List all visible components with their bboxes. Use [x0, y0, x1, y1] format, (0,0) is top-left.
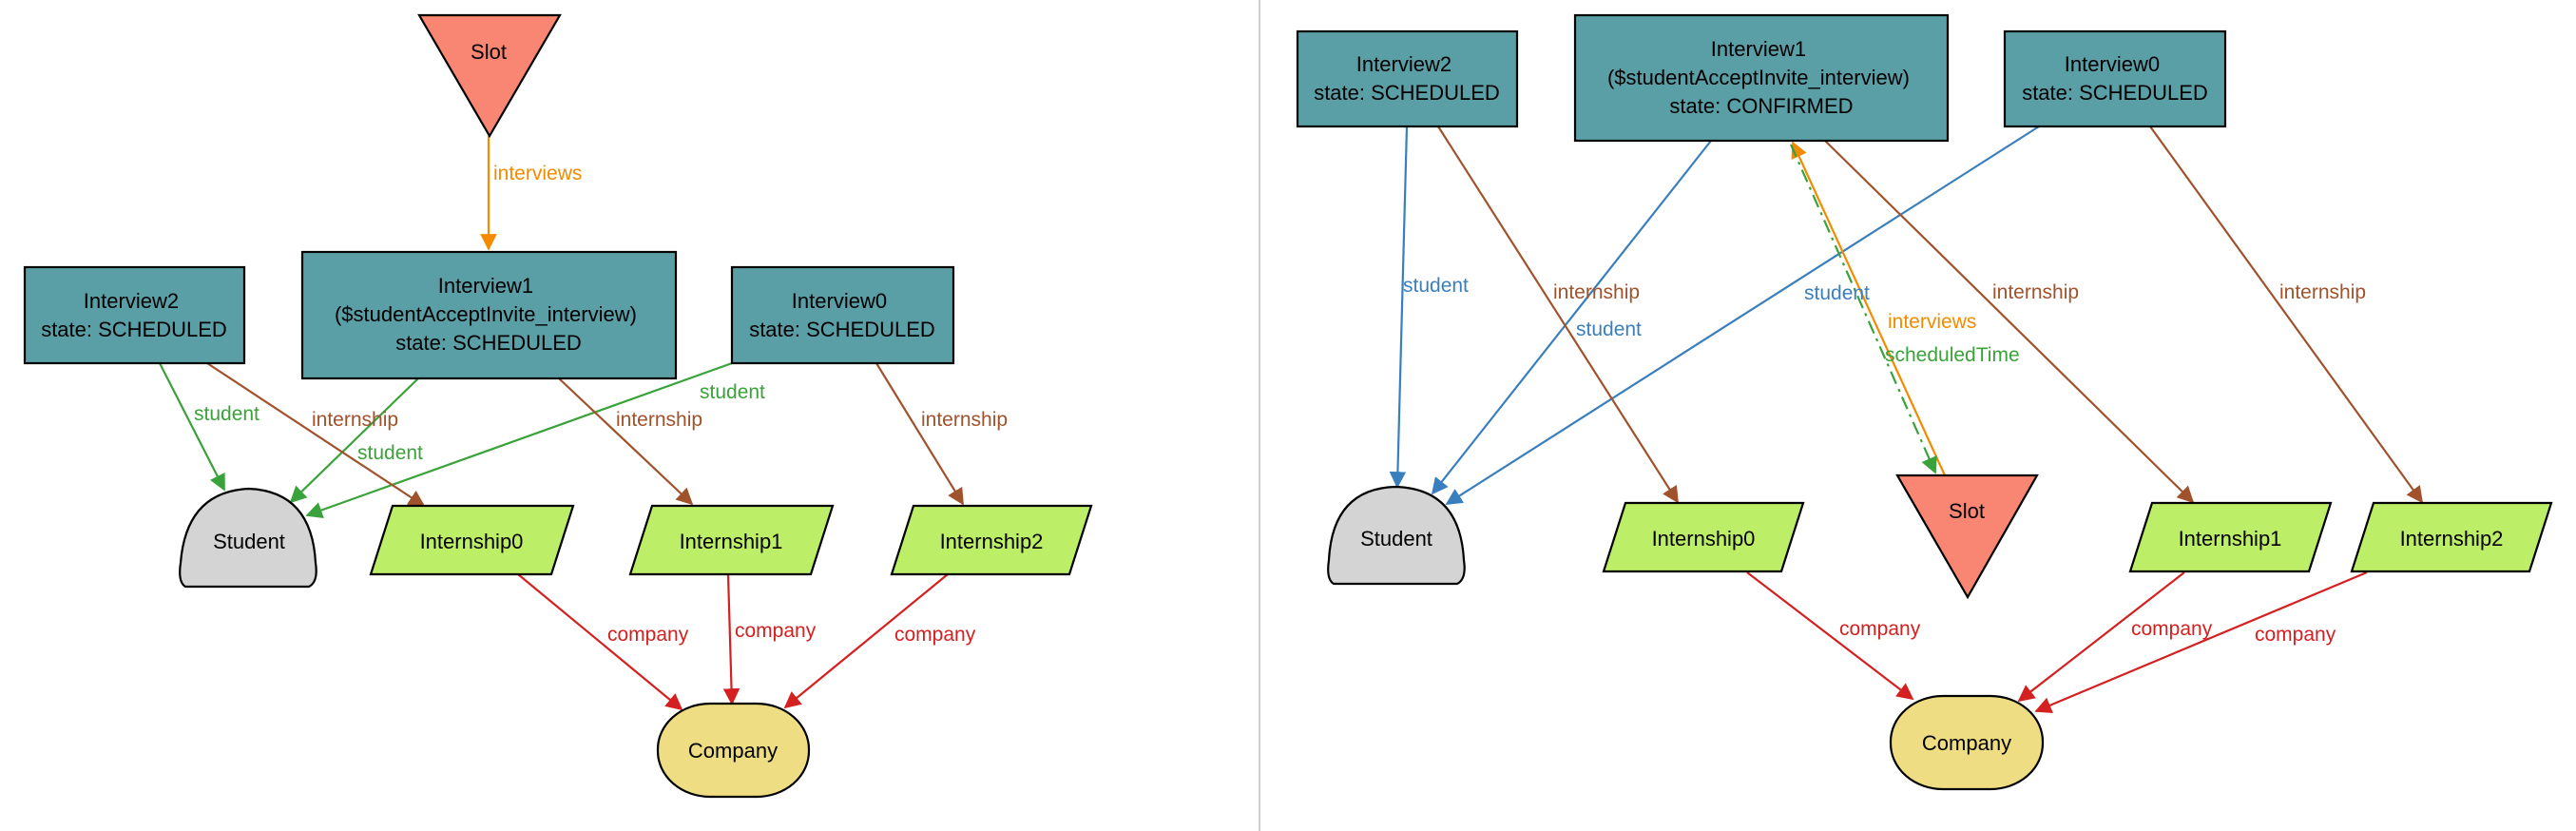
node-interview1-line2: ($studentAcceptInvite_interview) [1607, 66, 1910, 89]
node-company[interactable]: Company [656, 702, 811, 799]
node-internship0-label: Internship0 [1652, 527, 1756, 551]
edge-label-company-1: company [2131, 618, 2213, 640]
edge-student-i2 [1389, 126, 1409, 489]
node-slot[interactable]: Slot [417, 13, 562, 139]
edge-label-student-i0: student [1804, 282, 1870, 304]
node-slot-label: Slot [471, 40, 507, 64]
edge-label-student-i1: student [357, 442, 423, 464]
node-internship0[interactable]: Internship0 [369, 504, 575, 576]
edge-student-i0 [305, 361, 733, 518]
node-internship2[interactable]: Internship2 [2350, 501, 2553, 573]
right-panel: student student student internship inter… [1296, 13, 2553, 791]
edge-company-1 [2017, 571, 2185, 703]
node-interview2-line2: state: SCHEDULED [41, 318, 227, 341]
node-interview1-line2: ($studentAcceptInvite_interview) [335, 302, 637, 326]
node-student[interactable]: Student [1327, 485, 1466, 586]
node-slot-label: Slot [1949, 499, 1985, 523]
node-company-label: Company [688, 739, 778, 763]
edge-company-0 [1746, 571, 1914, 701]
edge-label-interviews: interviews [1888, 311, 1976, 333]
node-interview1-line1: Interview1 [1711, 37, 1806, 61]
node-interview2[interactable]: Interview2 state: SCHEDULED [1296, 29, 1519, 128]
edge-internship-i1 [558, 377, 694, 506]
node-interview0[interactable]: Interview0 state: SCHEDULED [2003, 29, 2227, 128]
node-interview0[interactable]: Interview0 state: SCHEDULED [730, 265, 955, 365]
node-interview2-line1: Interview2 [84, 289, 179, 313]
node-internship2-label: Internship2 [940, 530, 1044, 553]
edge-interviews [1791, 141, 1947, 476]
node-internship1[interactable]: Internship1 [2128, 501, 2333, 573]
edge-label-interviews: interviews [493, 163, 582, 184]
edge-label-company-2: company [894, 624, 976, 646]
node-interview2-line1: Interview2 [1356, 52, 1451, 76]
edge-student-i1 [289, 377, 419, 504]
node-internship0[interactable]: Internship0 [1602, 501, 1805, 573]
edge-company-2 [783, 573, 949, 709]
edge-label-company-1: company [735, 620, 817, 642]
edge-internship-i1 [1824, 140, 2195, 504]
node-interview1-line1: Interview1 [438, 274, 533, 298]
edge-scheduledTime [1789, 144, 1937, 474]
edge-company-1 [722, 573, 740, 705]
node-interview1-line3: state: SCHEDULED [395, 331, 582, 355]
right-edges [1389, 126, 2424, 713]
svg-text:Interview0 state: SCHE: Interview0 state: SCHEDULED [2022, 52, 2208, 105]
svg-text:Interview2 state: SCHE: Interview2 state: SCHEDULED [1314, 52, 1500, 105]
edge-student-i0 [1445, 126, 2040, 505]
edge-label-student-i1: student [1576, 319, 1642, 340]
node-student-label: Student [1360, 527, 1432, 551]
node-student-label: Student [213, 530, 285, 553]
edge-label-internship-i2: internship [312, 409, 398, 431]
left-panel: interviews student student student inter… [23, 13, 1093, 799]
edge-company-2 [2034, 570, 2368, 713]
node-interview1[interactable]: Interview1 ($studentAcceptInvite_intervi… [1573, 13, 1950, 143]
edge-student-i1 [1431, 140, 1712, 495]
node-company[interactable]: Company [1889, 694, 2045, 791]
edge-label-internship-i0: internship [2279, 281, 2366, 303]
edge-label-scheduledTime: scheduledTime [1885, 344, 2020, 366]
node-internship2-label: Internship2 [2400, 527, 2504, 551]
edge-internship-i2 [1437, 126, 1679, 504]
edge-label-internship-i1: internship [1992, 281, 2079, 303]
node-interview2-line2: state: SCHEDULED [1314, 81, 1500, 105]
svg-text:Interview1 ($studentAc: Interview1 ($studentAcceptInvite_intervi… [335, 274, 643, 355]
edge-company-0 [517, 573, 683, 711]
svg-text:Interview2 state: SCHE: Interview2 state: SCHEDULED [41, 289, 227, 341]
node-interview0-line1: Interview0 [792, 289, 887, 313]
node-interview2[interactable]: Interview2 state: SCHEDULED [23, 265, 246, 365]
node-internship2[interactable]: Internship2 [890, 504, 1093, 576]
edge-label-student-i0: student [700, 381, 765, 403]
node-student[interactable]: Student [179, 487, 317, 589]
edge-internship-i0 [875, 362, 964, 506]
node-company-label: Company [1922, 731, 2011, 755]
node-internship1-label: Internship1 [680, 530, 783, 553]
svg-text:Interview1 ($studentAc: Interview1 ($studentAcceptInvite_intervi… [1607, 37, 1915, 118]
node-interview0-line2: state: SCHEDULED [2022, 81, 2208, 105]
node-internship1[interactable]: Internship1 [628, 504, 835, 576]
edge-label-internship-i0: internship [921, 409, 1008, 431]
edge-label-company-0: company [607, 624, 689, 646]
node-interview0-line1: Interview0 [2065, 52, 2160, 76]
edge-label-internship-i2: internship [1553, 281, 1640, 303]
edge-label-company-0: company [1839, 618, 1921, 640]
svg-text:Interview0 state: SCHE: Interview0 state: SCHEDULED [749, 289, 935, 341]
edge-internship-i0 [2149, 126, 2424, 504]
node-slot[interactable]: Slot [1895, 473, 2039, 600]
left-edges [159, 136, 964, 711]
node-internship1-label: Internship1 [2179, 527, 2282, 551]
node-internship0-label: Internship0 [420, 530, 524, 553]
edge-label-student-i2: student [194, 403, 260, 425]
edge-internship-i2 [206, 362, 426, 507]
edge-label-company-2: company [2255, 624, 2336, 646]
node-interview0-line2: state: SCHEDULED [749, 318, 935, 341]
edge-label-student-i2: student [1403, 275, 1469, 297]
edge-label-internship-i1: internship [616, 409, 702, 431]
node-interview1[interactable]: Interview1 ($studentAcceptInvite_intervi… [300, 250, 678, 380]
edge-student-i2 [159, 362, 225, 492]
node-interview1-line3: state: CONFIRMED [1669, 94, 1853, 118]
